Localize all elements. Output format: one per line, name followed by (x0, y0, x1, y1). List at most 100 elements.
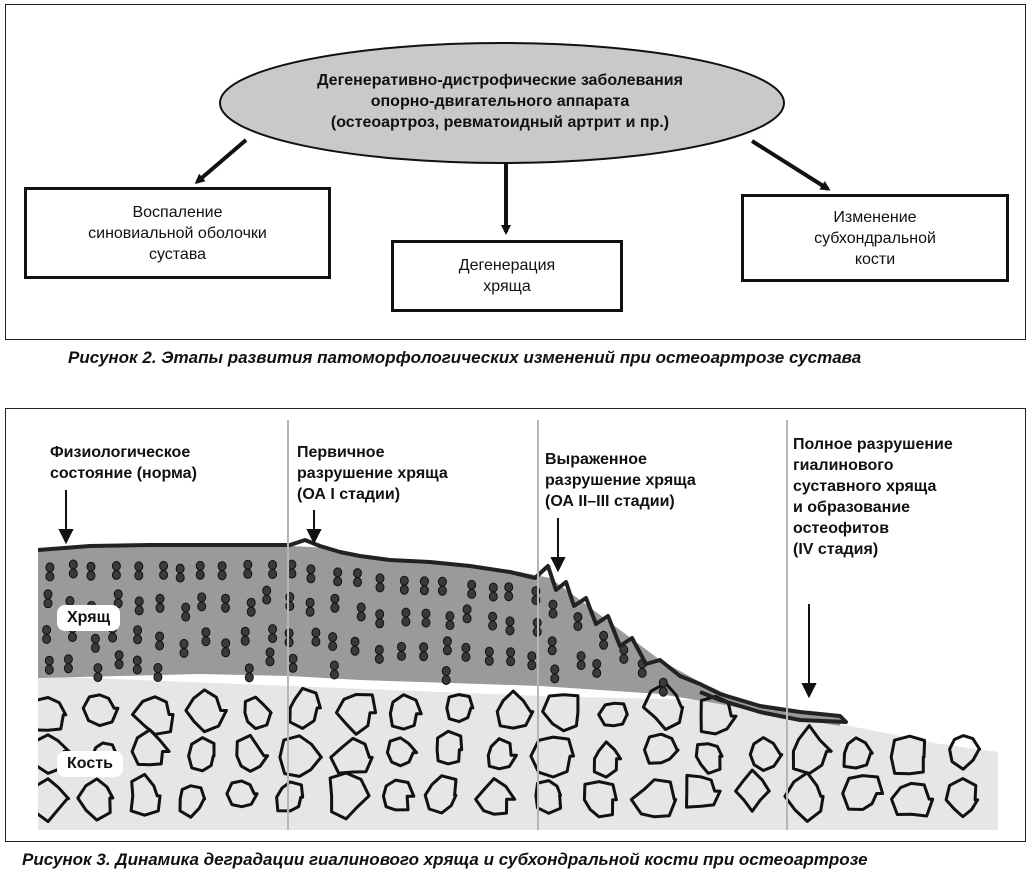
bone-trabecula (592, 740, 623, 779)
chondrocyte (155, 602, 165, 613)
chondrocyte (246, 597, 256, 608)
chondrocyte (330, 602, 340, 613)
chondrocyte (658, 677, 668, 688)
chondrocyte (548, 599, 558, 610)
chondrocyte (132, 655, 142, 666)
chondrocyte (268, 624, 278, 635)
bone-trabecula (948, 734, 982, 771)
center-ellipse (219, 42, 785, 164)
chondrocyte (353, 568, 362, 579)
chondrocyte (437, 576, 447, 587)
chondrocyte (221, 593, 230, 604)
bone-trabecula (629, 778, 678, 819)
chondrocyte (244, 672, 254, 683)
stage-4-line-2: гиалинового (793, 457, 894, 474)
chondrocyte (132, 664, 142, 675)
bone-trabecula (529, 735, 575, 779)
chondrocyte (397, 650, 406, 661)
bone-label: Кость (57, 751, 123, 777)
bone-trabecula (381, 778, 416, 812)
chondrocyte (90, 633, 100, 644)
bone-trabecula (486, 737, 518, 771)
center-line-1: Дегенеративно-дистрофические заболевания (317, 72, 683, 89)
chondrocyte (375, 573, 385, 584)
bone-trabecula (131, 695, 175, 736)
stage-label-normal: Физиологическое состояние (норма) (50, 442, 197, 484)
chondrocyte (179, 638, 189, 649)
chondrocyte (111, 561, 121, 571)
center-ellipse-text: Дегенеративно-дистрофические заболевания… (240, 70, 760, 133)
chondrocyte (268, 569, 278, 579)
stage-4-line-1: Полное разрушение (793, 436, 953, 453)
chondrocyte (467, 588, 477, 599)
chondrocyte (159, 569, 169, 580)
chondrocyte (374, 644, 384, 655)
chondrocyte (217, 570, 227, 581)
chondrocyte (197, 592, 207, 603)
chondrocyte (246, 606, 256, 617)
box-right-line-3: кости (854, 250, 896, 268)
bone-trabecula (694, 742, 724, 775)
bone-trabecula (474, 777, 517, 816)
chondrocyte (159, 560, 169, 571)
chondrocyte (288, 653, 298, 664)
chondrocyte (268, 560, 278, 570)
box-cartilage-degeneration: Дегенерация хряща (391, 240, 623, 312)
chondrocyte (217, 561, 227, 572)
chondrocyte (287, 559, 297, 570)
bone-trabecula (38, 696, 68, 732)
articular-surface (38, 538, 848, 724)
chondrocyte (461, 651, 471, 662)
chondrocyte (437, 585, 447, 596)
chondrocyte (573, 612, 583, 622)
bone-trabecula (495, 689, 535, 730)
chondrocyte (155, 593, 165, 604)
chondrocyte (399, 575, 409, 586)
chondrocyte (350, 645, 360, 656)
chondrocyte (201, 627, 211, 638)
box-left-line-2: синовиальной оболочки (88, 224, 267, 242)
chondrocyte (284, 628, 294, 639)
stage-3-line-1: Выраженное (545, 451, 647, 468)
figure2-diagram (194, 42, 831, 235)
chondrocyte (658, 686, 668, 697)
stage-label-complete: Полное разрушение гиалинового суставного… (793, 434, 953, 560)
bone-trabecula (288, 686, 322, 730)
chondrocyte (43, 598, 53, 609)
chondrocyte (287, 568, 297, 579)
chondrocyte (328, 632, 338, 643)
bone-trabecula (643, 732, 680, 765)
chondrocyte (284, 637, 294, 648)
chondrocyte (181, 611, 191, 622)
bone-trabecula (334, 693, 378, 736)
chondrocyte (442, 645, 452, 656)
bone-trabecula (38, 777, 71, 824)
chondrocyte (86, 561, 96, 572)
bone-trabecula (76, 777, 115, 822)
chondrocyte (63, 654, 73, 665)
chondrocyte (134, 605, 144, 616)
chondrocyte (306, 573, 316, 584)
chondrocyte (401, 607, 411, 618)
chondrocyte (506, 656, 516, 667)
chondrocyte (195, 560, 205, 571)
chondrocyte (45, 562, 55, 573)
chondrocyte (353, 577, 362, 588)
chondrocyte (305, 606, 315, 617)
chondrocyte (421, 617, 431, 628)
chondrocyte (330, 593, 340, 604)
chondrocyte (108, 632, 118, 643)
chondrocyte (153, 672, 163, 682)
chondrocyte (576, 651, 586, 662)
cartilage-layer (38, 545, 840, 726)
figure3-frame (5, 408, 1026, 842)
bone-trabecula (783, 771, 825, 823)
chondrocyte (356, 611, 366, 622)
chondrocyte (111, 570, 121, 580)
chondrocyte (86, 570, 96, 581)
chondrocyte (44, 664, 54, 675)
bone-trabecula (329, 736, 374, 775)
chondrocyte (445, 611, 455, 622)
bone-trabecula (235, 733, 270, 773)
box-right-line-2: субхондральной (814, 229, 936, 247)
